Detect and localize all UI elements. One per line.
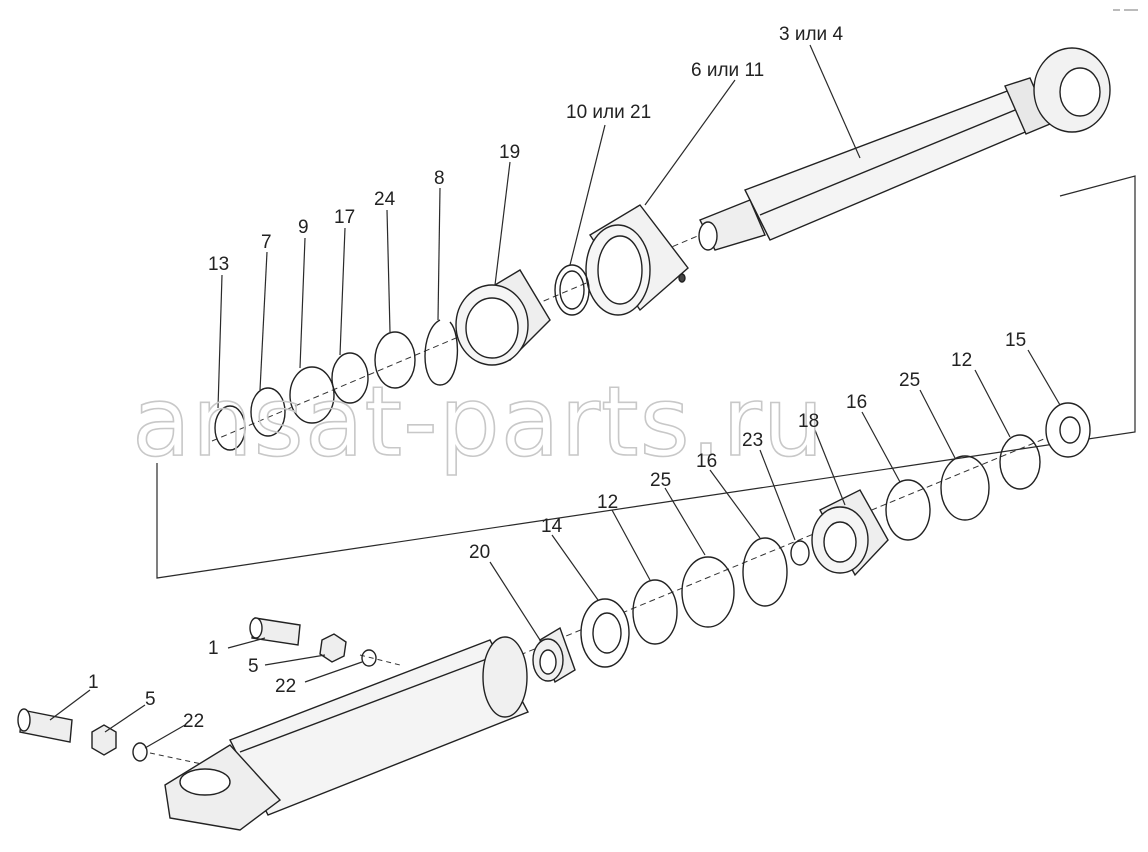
piston-rod bbox=[698, 47, 1111, 251]
leader-lines bbox=[49, 44, 1061, 749]
part-ring-12b bbox=[632, 579, 678, 645]
frame-line bbox=[156, 175, 1136, 579]
label-22a: 22 bbox=[275, 676, 296, 697]
nut-upper bbox=[319, 633, 347, 663]
part-piston-18 bbox=[811, 489, 889, 577]
label-3-or-4: 3 или 4 bbox=[779, 24, 843, 45]
part-ring-16a bbox=[885, 479, 931, 541]
label-6-or-11: 6 или 11 bbox=[691, 60, 764, 81]
nut-lower bbox=[91, 724, 117, 756]
part-ring-24 bbox=[374, 331, 416, 389]
part-ring-10 bbox=[554, 264, 590, 316]
axis-line-bolts2 bbox=[149, 752, 231, 771]
label-7: 7 bbox=[261, 232, 272, 253]
label-1b: 1 bbox=[88, 672, 99, 693]
part-nut-20 bbox=[532, 626, 576, 684]
axis-line-bolts bbox=[359, 654, 401, 666]
part-ring-16b bbox=[742, 537, 788, 607]
label-9: 9 bbox=[298, 217, 309, 238]
label-25a: 25 bbox=[899, 370, 920, 391]
watermark: ansat-parts.ru bbox=[132, 366, 825, 478]
label-8: 8 bbox=[434, 168, 445, 189]
label-13: 13 bbox=[208, 254, 229, 275]
label-1a: 1 bbox=[208, 638, 219, 659]
fitting-upper bbox=[249, 617, 377, 667]
label-24: 24 bbox=[374, 189, 396, 210]
part-snapring-8 bbox=[424, 319, 459, 386]
part-seal-9 bbox=[289, 366, 335, 424]
part-bushing-19 bbox=[455, 269, 551, 366]
washer-upper bbox=[361, 649, 377, 667]
label-18: 18 bbox=[798, 411, 819, 432]
label-15: 15 bbox=[1005, 330, 1026, 351]
label-20: 20 bbox=[469, 542, 490, 563]
label-14: 14 bbox=[541, 516, 563, 537]
part-ring-17 bbox=[331, 352, 369, 404]
part-seal-25a bbox=[940, 455, 990, 521]
part-seal-25b bbox=[681, 556, 735, 628]
label-19: 19 bbox=[499, 142, 520, 163]
part-gland bbox=[585, 204, 689, 316]
fitting-lower bbox=[17, 708, 148, 762]
part-ring-23 bbox=[790, 540, 810, 566]
part-ring-13 bbox=[214, 405, 246, 451]
label-12a: 12 bbox=[951, 350, 972, 371]
label-17: 17 bbox=[334, 207, 355, 228]
part-labels: 3 или 4 6 или 11 10 или 21 19 8 24 17 9 … bbox=[88, 24, 1026, 732]
label-16a: 16 bbox=[846, 392, 867, 413]
washer-lower bbox=[132, 742, 148, 762]
cylinder-barrel bbox=[164, 636, 529, 831]
label-22b: 22 bbox=[183, 711, 204, 732]
label-16b: 16 bbox=[696, 451, 717, 472]
label-12b: 12 bbox=[597, 492, 618, 513]
label-10-or-21: 10 или 21 bbox=[566, 102, 651, 123]
label-25b: 25 bbox=[650, 470, 671, 491]
label-5a: 5 bbox=[248, 656, 259, 677]
part-ring-12a bbox=[999, 434, 1041, 490]
part-ring-7 bbox=[250, 387, 286, 437]
label-5b: 5 bbox=[145, 689, 156, 710]
label-23: 23 bbox=[742, 430, 763, 451]
